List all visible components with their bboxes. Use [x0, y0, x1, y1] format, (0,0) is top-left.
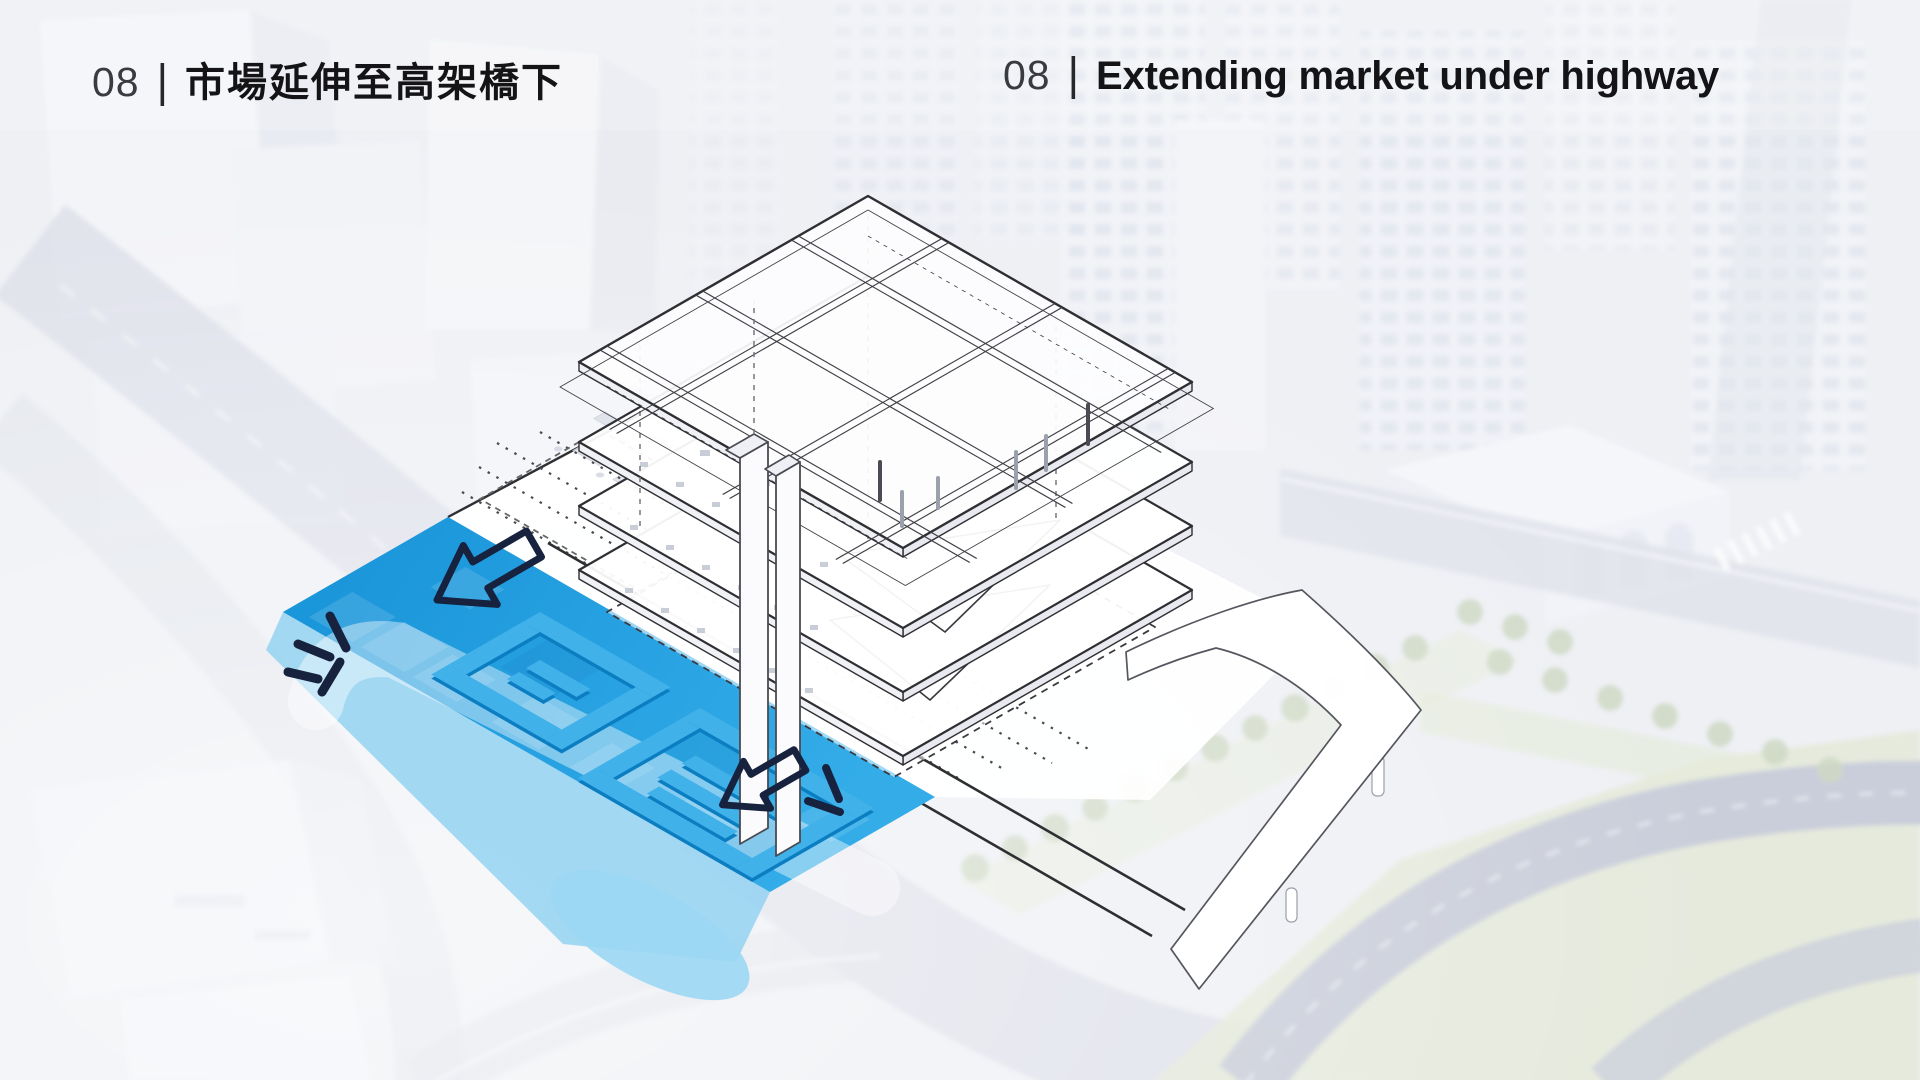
convergence-ticks-icon [804, 764, 844, 816]
highway-ramp [1125, 589, 1422, 990]
market-zone-light-blob [550, 869, 750, 1001]
annotations [283, 527, 844, 816]
convergence-ticks-icon [283, 611, 351, 697]
top-wash [0, 0, 1920, 130]
building-exploded-axon [559, 194, 1215, 857]
flow-arrow-icon [719, 746, 810, 812]
flow-arrow-icon [433, 527, 545, 608]
roof-posts [900, 434, 1048, 528]
stall-cluster [431, 612, 671, 754]
market-zone-light-strip [266, 612, 770, 962]
